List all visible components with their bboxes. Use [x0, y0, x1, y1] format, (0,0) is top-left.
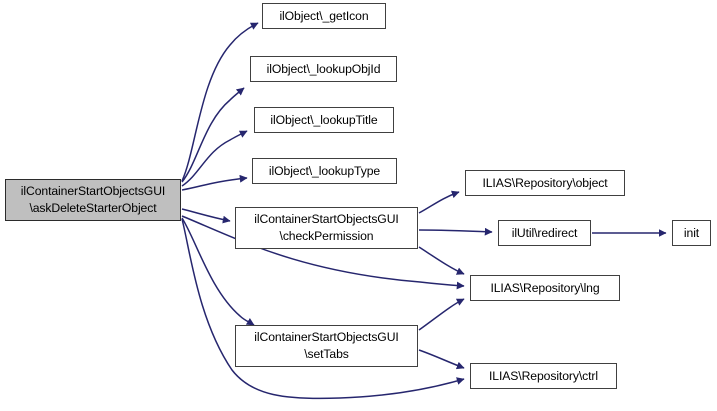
node-ilutil-redirect[interactable]: ilUtil\redirect — [498, 220, 591, 246]
node-askdeletestarterobject[interactable]: ilContainerStartObjectsGUI \askDeleteSta… — [5, 179, 181, 221]
node-ilias-repository-ctrl[interactable]: ILIAS\Repository\ctrl — [470, 363, 617, 389]
node-label: ilObject\_lookupType — [268, 163, 381, 178]
node-ilobject-lookupobjid[interactable]: ilObject\_lookupObjId — [250, 56, 397, 82]
edge-askdelete-to-lookuptitle — [181, 130, 248, 187]
edge-settabs-to-repoctrl — [418, 349, 465, 370]
edge-askdelete-to-checkpermission — [181, 208, 231, 224]
node-label: ILIAS\Repository\lng — [490, 280, 600, 295]
node-ilias-repository-object[interactable]: ILIAS\Repository\object — [465, 170, 625, 196]
node-checkpermission[interactable]: ilContainerStartObjectsGUI \checkPermiss… — [235, 207, 418, 249]
node-label: ilObject\_getIcon — [279, 8, 369, 23]
node-ilias-repository-lng[interactable]: ILIAS\Repository\lng — [470, 275, 620, 301]
node-ilobject-lookuptype[interactable]: ilObject\_lookupType — [252, 158, 397, 184]
node-ilobject-lookuptitle[interactable]: ilObject\_lookupTitle — [254, 107, 394, 133]
edge-settabs-to-repolng — [418, 298, 465, 331]
node-settabs[interactable]: ilContainerStartObjectsGUI \setTabs — [235, 325, 418, 367]
edge-checkpermission-to-repolng — [418, 246, 465, 275]
node-label: init — [683, 225, 700, 240]
node-init[interactable]: init — [672, 220, 711, 246]
node-label: ilObject\_lookupObjId — [266, 61, 381, 76]
node-label: ILIAS\Repository\ctrl — [489, 368, 598, 383]
node-label: ILIAS\Repository\object — [482, 175, 608, 190]
edge-askdelete-to-lookuptype — [181, 174, 248, 191]
node-label: ilContainerStartObjectsGUI \checkPermiss… — [254, 212, 399, 243]
edge-checkpermission-to-repoobject — [418, 190, 460, 214]
edge-askdelete-to-lookupobjid — [181, 87, 245, 183]
node-label: ilContainerStartObjectsGUI \setTabs — [254, 330, 399, 361]
edge-checkpermission-to-redirect — [418, 227, 493, 236]
edge-askdelete-to-geticon — [181, 22, 259, 182]
node-ilobject-geticon[interactable]: ilObject\_getIcon — [262, 3, 386, 29]
node-label: ilUtil\redirect — [511, 225, 578, 240]
node-label: ilContainerStartObjectsGUI \askDeleteSta… — [20, 184, 166, 215]
node-label: ilObject\_lookupTitle — [270, 112, 378, 127]
